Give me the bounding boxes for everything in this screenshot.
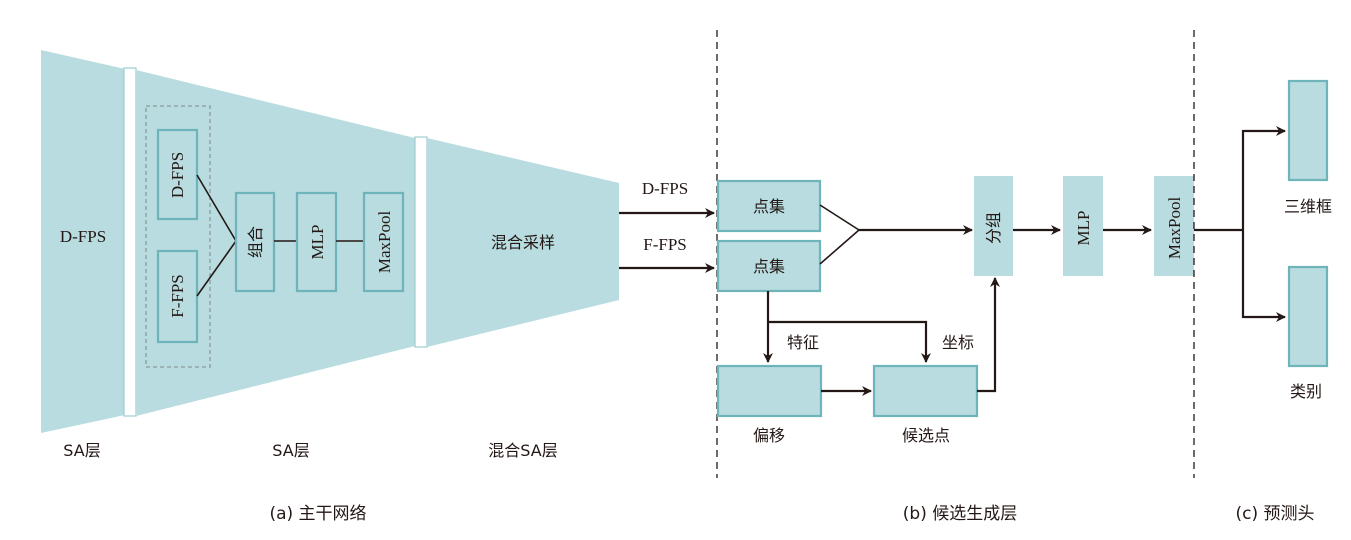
combine-label: 组合 [246, 226, 265, 258]
inner-ffps-label: F-FPS [168, 274, 187, 317]
box3d-caption: 三维框 [1284, 197, 1332, 216]
combine-box [234, 191, 276, 293]
backbone-mlp-box [295, 191, 338, 293]
proposal-mlp-box [1063, 176, 1103, 276]
proposal-maxpool-box [1154, 176, 1194, 276]
proposal-mlp-label: MLP [1074, 211, 1093, 246]
inner-dfps-box [156, 128, 199, 221]
caption-head: (c) 预测头 [1235, 504, 1314, 524]
pointset-bottom-label: 点集 [753, 257, 785, 276]
backbone-mlp-label: MLP [308, 225, 327, 260]
box3d-output-box [1287, 79, 1329, 182]
mixed-sa-layer-block [427, 138, 619, 347]
caption-backbone: (a) 主干网络 [269, 504, 366, 524]
block1-dfps-label: D-FPS [60, 227, 106, 246]
proposal-maxpool-label: MaxPool [1165, 197, 1184, 260]
box3d-arrow [1241, 126, 1286, 230]
class-caption: 类别 [1290, 382, 1322, 401]
connector-bottom-merge [819, 229, 860, 265]
layer-separator-2 [414, 136, 428, 348]
offset-box [716, 364, 823, 418]
offset-caption: 偏移 [753, 426, 785, 445]
pointset-bottom-box [716, 239, 822, 293]
inner-dfps-label: D-FPS [168, 152, 187, 198]
coordinate-label: 坐标 [942, 333, 974, 352]
mixed-sa-layer-caption: 混合SA层 [488, 441, 557, 460]
grouping-label: 分组 [984, 212, 1003, 244]
class-output-box [1287, 265, 1329, 368]
inner-ffps-box [156, 249, 199, 344]
sa-layer-1-block [41, 50, 125, 433]
backbone-maxpool-label: MaxPool [375, 211, 394, 274]
connector-dfps-combine [196, 174, 237, 242]
candidate-to-grouping-arrow [977, 277, 1000, 393]
pointset-top-box [716, 179, 822, 233]
connector-ffps-combine [196, 240, 237, 297]
mixed-sampling-label: 混合采样 [491, 233, 555, 252]
sa-layer-2-caption: SA层 [272, 441, 309, 460]
connector-top-merge [819, 204, 860, 231]
ffps-arrow-label: F-FPS [643, 235, 686, 254]
feature-label: 特征 [787, 333, 819, 352]
sampling-group-box [145, 105, 211, 368]
caption-proposal: (b) 候选生成层 [903, 504, 1017, 524]
backbone-maxpool-box [362, 191, 405, 293]
sa-layer-1-caption: SA层 [63, 441, 100, 460]
layer-separator-1 [123, 67, 137, 417]
coordinate-arrow [768, 320, 931, 363]
candidate-caption: 候选点 [902, 426, 950, 445]
class-arrow [1241, 230, 1286, 322]
dfps-arrow-label: D-FPS [642, 179, 688, 198]
grouping-box [974, 176, 1013, 276]
candidate-box [872, 364, 979, 418]
pointset-top-label: 点集 [753, 197, 785, 216]
sa-layer-2-block [136, 70, 415, 416]
